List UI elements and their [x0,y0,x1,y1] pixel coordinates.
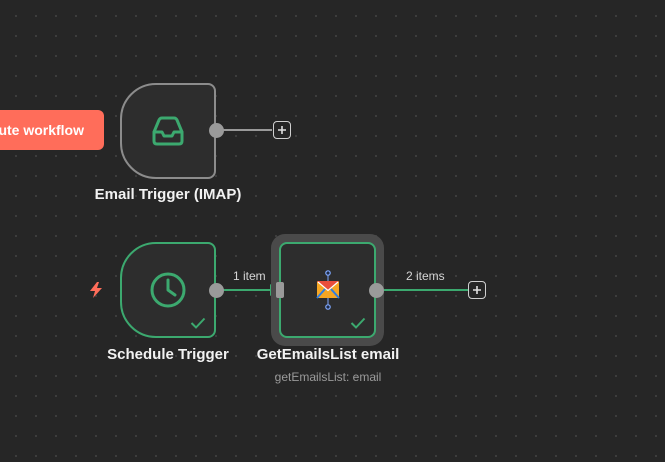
success-check-icon [190,317,206,329]
getemails-input-handle[interactable] [276,282,284,298]
lightning-bolt-icon[interactable] [89,282,103,298]
inbox-icon [152,116,184,146]
email-trigger-output-handle[interactable] [209,123,224,138]
node-getemails-list[interactable] [279,242,376,338]
success-check-icon [350,317,366,329]
email-trigger-add-node-button[interactable] [273,121,291,139]
execute-workflow-label: ute workflow [0,122,84,138]
node-title-getemails-list: GetEmailsList email [256,346,400,363]
node-email-trigger[interactable] [120,83,216,179]
connection-item-count-label: 1 item [233,269,266,283]
output-item-count-label: 2 items [406,269,445,283]
node-schedule-trigger[interactable] [120,242,216,338]
getemails-output-handle[interactable] [369,283,384,298]
plus-icon [278,126,286,134]
plus-icon [473,286,481,294]
node-subtitle-getemails-list: getEmailsList: email [274,370,382,384]
execute-workflow-button[interactable]: ute workflow [0,110,104,150]
clock-icon [150,272,186,308]
getemails-add-node-button[interactable] [468,281,486,299]
envelope-icon [315,270,340,310]
schedule-trigger-output-handle[interactable] [209,283,224,298]
node-title-schedule-trigger: Schedule Trigger [107,346,229,363]
node-title-email-trigger: Email Trigger (IMAP) [94,186,242,203]
